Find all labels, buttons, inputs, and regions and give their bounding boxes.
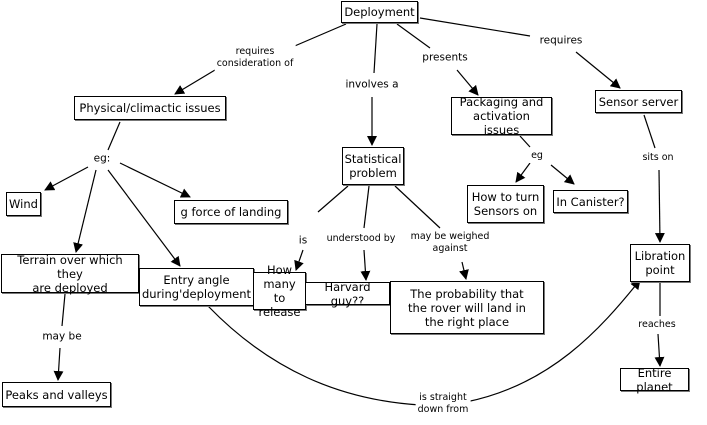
link-label-is: is <box>296 233 310 249</box>
link-line <box>363 185 370 229</box>
link-label-presents: presents <box>420 50 470 66</box>
node-g-force[interactable]: g force of landing <box>174 200 288 224</box>
link-line <box>394 185 441 229</box>
link-label-may-be: may be <box>40 329 84 345</box>
link-line <box>654 333 665 367</box>
link-line <box>515 162 531 183</box>
link-line <box>53 347 64 381</box>
node-how-many[interactable]: How many to release <box>253 263 306 319</box>
link-label-requires-consideration: requires consideration of <box>214 45 296 71</box>
link-line <box>294 249 304 271</box>
node-harvard-guy[interactable]: Harvard guy?? <box>305 280 390 308</box>
link-line <box>396 23 431 49</box>
link-line <box>465 279 641 403</box>
link-line <box>575 51 621 89</box>
link-line <box>107 121 121 151</box>
link-line <box>44 166 89 191</box>
link-line <box>643 114 656 149</box>
link-label-sits-on: sits on <box>640 151 676 165</box>
link-line <box>360 249 371 281</box>
link-line <box>107 169 181 267</box>
link-line <box>519 135 531 148</box>
node-sensor-server[interactable]: Sensor server <box>595 90 682 113</box>
node-packaging[interactable]: Packaging and activation issues <box>451 95 552 137</box>
link-label-requires: requires <box>537 33 585 49</box>
node-wind[interactable]: Wind <box>6 192 41 216</box>
node-physical-issues[interactable]: Physical/climactic issues <box>74 96 226 120</box>
link-line <box>119 162 191 198</box>
link-label-weighed-against: may be weighed against <box>408 230 492 256</box>
link-label-straight-down: is straight down from <box>415 391 471 417</box>
link-label-understood-by: understood by <box>324 232 398 246</box>
link-line <box>419 17 531 37</box>
link-line <box>459 261 469 280</box>
link-line <box>317 185 349 213</box>
node-in-canister[interactable]: In Canister? <box>553 190 628 213</box>
link-label-reaches: reaches <box>636 318 678 332</box>
link-line <box>61 293 66 327</box>
link-line <box>207 305 421 406</box>
link-line <box>654 169 665 243</box>
link-label-eg-colon: eg: <box>91 151 113 167</box>
link-line <box>456 69 479 96</box>
node-statistical-problem[interactable]: Statistical problem <box>342 147 404 185</box>
node-deployment[interactable]: Deployment <box>341 1 418 23</box>
node-how-to-turn-on[interactable]: How to turn Sensors on <box>467 185 544 223</box>
link-label-involves: involves a <box>343 77 401 93</box>
link-line <box>550 164 575 185</box>
link-label-eg: eg <box>529 149 545 163</box>
node-libration-point[interactable]: Libration point <box>630 244 690 282</box>
node-entire-planet[interactable]: Entire planet <box>620 366 689 394</box>
link-line <box>289 23 347 49</box>
link-line <box>174 69 216 95</box>
node-terrain[interactable]: Terrain over which they are deployed <box>1 253 139 295</box>
link-line <box>373 23 378 74</box>
node-probability[interactable]: The probability that the rover will land… <box>390 281 544 334</box>
node-entry-angle[interactable]: Entry angle during'deployment <box>139 268 254 306</box>
node-peaks-valleys[interactable]: Peaks and valleys <box>2 382 111 407</box>
link-line <box>73 169 97 253</box>
